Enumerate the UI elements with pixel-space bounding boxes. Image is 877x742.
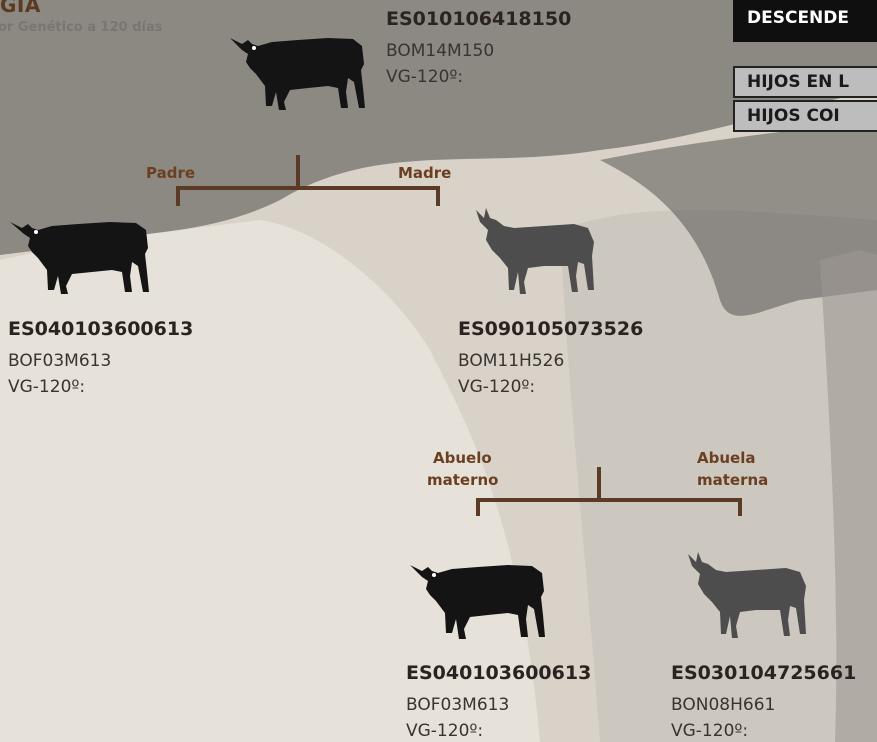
- grandparents-bracket-left-tick: [476, 498, 480, 516]
- mother-vg: VG-120º:: [458, 377, 536, 397]
- bull-icon: [410, 565, 545, 639]
- descendants-header: DESCENDE: [733, 0, 877, 42]
- grandfather-id: ES040103600613: [406, 662, 592, 684]
- parents-bracket: [176, 186, 440, 190]
- grandmother-code: BON08H661: [671, 695, 776, 715]
- subject-vg: VG-120º:: [386, 67, 464, 87]
- descendants-row-children-in[interactable]: HIJOS EN L: [733, 66, 877, 98]
- mother-code: BOM11H526: [458, 351, 565, 371]
- grandmother-label-line2: materna: [697, 471, 769, 489]
- grandfather-label-line1: Abuelo: [433, 449, 492, 467]
- grandmother-vg: VG-120º:: [671, 721, 749, 741]
- page-title: GÍA: [0, 0, 41, 17]
- parents-bracket-left-tick: [176, 186, 180, 206]
- father-code: BOF03M613: [8, 351, 112, 371]
- page-subtitle: or Genético a 120 días: [0, 20, 163, 35]
- father-label: Padre: [146, 164, 196, 182]
- grandparents-bracket-right-tick: [738, 498, 742, 516]
- subject-code: BOM14M150: [386, 41, 495, 61]
- grandfather-vg: VG-120º:: [406, 721, 484, 741]
- bull-icon: [10, 222, 149, 294]
- grandfather-code: BOF03M613: [406, 695, 510, 715]
- mother-id: ES090105073526: [458, 318, 644, 340]
- father-vg: VG-120º:: [8, 377, 86, 397]
- cow-icon: [688, 552, 806, 638]
- grandfather-label-line2: materno: [427, 471, 499, 489]
- mother-label: Madre: [398, 164, 452, 182]
- descendants-row-children-with[interactable]: HIJOS COI: [733, 100, 877, 132]
- grandparents-bracket-stem: [597, 467, 601, 500]
- parents-bracket-right-tick: [436, 186, 440, 206]
- grandmother-label-line1: Abuela: [697, 449, 756, 467]
- grandparents-bracket: [476, 498, 742, 502]
- subject-id: ES010106418150: [386, 8, 572, 30]
- cow-icon: [476, 208, 594, 294]
- parents-bracket-stem: [296, 155, 300, 188]
- father-id: ES040103600613: [8, 318, 194, 340]
- grandmother-id: ES030104725661: [671, 662, 857, 684]
- bull-icon: [230, 38, 365, 110]
